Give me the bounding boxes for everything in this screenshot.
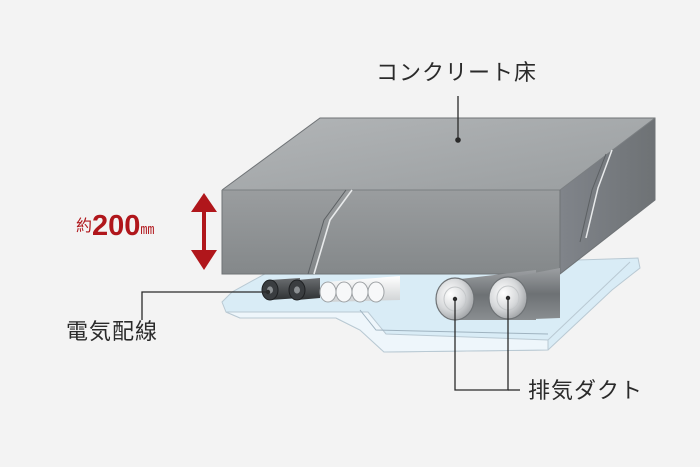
concrete-floor-label: コンクリート床 <box>376 61 538 86</box>
electric-wiring-label: 電気配線 <box>66 320 159 345</box>
concrete-leader-dot <box>455 137 461 143</box>
white-pipes <box>319 276 400 303</box>
concrete-slab <box>221 117 656 275</box>
electric-leader-dot <box>265 289 271 295</box>
electric-cables <box>261 278 320 301</box>
leader-lines <box>141 96 520 391</box>
electric-leader-line <box>141 291 268 320</box>
thickness-label: 約200㎜ <box>76 212 154 241</box>
exhaust-leader-line <box>454 298 509 391</box>
exhaust-duct-label: 排気ダクト <box>528 379 644 404</box>
exhaust-leader-dot-2 <box>505 295 511 301</box>
double-arrow-icon <box>191 193 217 270</box>
thickness-value: 200 <box>92 210 141 242</box>
thickness-prefix: 約 <box>76 216 93 235</box>
thickness-unit: ㎜ <box>140 222 155 238</box>
exhaust-leader-dot-1 <box>452 296 458 302</box>
